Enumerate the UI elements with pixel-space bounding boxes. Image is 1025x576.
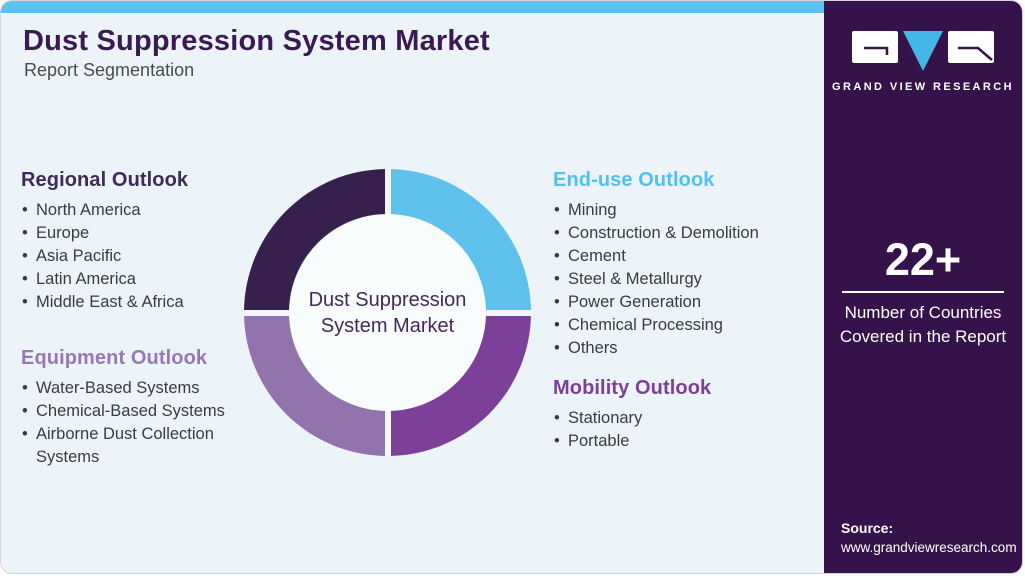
donut-chart: Dust Suppression System Market: [244, 169, 531, 456]
list-item: Chemical-Based Systems: [21, 400, 266, 423]
list-item: Portable: [553, 430, 798, 453]
list-item: Asia Pacific: [21, 245, 266, 268]
list-item: Others: [553, 337, 798, 360]
list-item: Mining: [553, 199, 798, 222]
gvr-logo-text: GRAND VIEW RESEARCH: [832, 81, 1014, 93]
list-item: Chemical Processing: [553, 314, 798, 337]
section-equipment-outlook: Equipment Outlook Water-Based SystemsChe…: [21, 347, 266, 469]
section-mobility-outlook: Mobility Outlook StationaryPortable: [553, 377, 798, 453]
page-title: Dust Suppression System Market: [23, 25, 490, 57]
source-label: Source:: [841, 520, 894, 536]
section-regional-outlook: Regional Outlook North AmericaEuropeAsia…: [21, 169, 266, 314]
mobility-outlook-heading: Mobility Outlook: [553, 377, 712, 399]
list-item: Europe: [21, 222, 266, 245]
top-accent-bar: [1, 1, 824, 13]
list-item: Stationary: [553, 407, 798, 430]
enduse-outlook-heading: End-use Outlook: [553, 169, 715, 191]
gvr-logo: GRAND VIEW RESEARCH: [824, 29, 1022, 93]
list-item: Airborne Dust Collection Systems: [21, 423, 266, 469]
list-item: Power Generation: [553, 291, 798, 314]
list-item: Cement: [553, 245, 798, 268]
page-subtitle: Report Segmentation: [24, 60, 195, 80]
enduse-outlook-list: MiningConstruction & DemolitionCementSte…: [553, 199, 798, 360]
list-item: Water-Based Systems: [21, 377, 266, 400]
stat-value: 22+: [884, 234, 962, 285]
regional-outlook-heading: Regional Outlook: [21, 169, 189, 191]
list-item: Latin America: [21, 268, 266, 291]
list-item: North America: [21, 199, 266, 222]
regional-outlook-list: North AmericaEuropeAsia PacificLatin Ame…: [21, 199, 266, 314]
section-enduse-outlook: End-use Outlook MiningConstruction & Dem…: [553, 169, 798, 360]
donut-center-label-line2: System Market: [320, 314, 455, 337]
source-block: Source: www.grandviewresearch.com: [841, 519, 1017, 557]
donut-center: Dust Suppression System Market: [289, 214, 486, 411]
stat-divider: [842, 291, 1004, 293]
gvr-logo-icon: [852, 31, 994, 71]
list-item: Steel & Metallurgy: [553, 268, 798, 291]
list-item: Middle East & Africa: [21, 291, 266, 314]
countries-stat: 22+ Number of Countries Covered in the R…: [824, 235, 1022, 349]
mobility-outlook-list: StationaryPortable: [553, 407, 798, 453]
source-url: www.grandviewresearch.com: [841, 540, 1017, 555]
stat-label-line2: Covered in the Report: [839, 327, 1007, 346]
stat-label-line1: Number of Countries: [844, 303, 1002, 322]
sidebar: GRAND VIEW RESEARCH 22+ Number of Countr…: [824, 1, 1022, 573]
equipment-outlook-list: Water-Based SystemsChemical-Based System…: [21, 377, 266, 469]
equipment-outlook-heading: Equipment Outlook: [21, 347, 208, 369]
donut-center-label-line1: Dust Suppression: [308, 288, 467, 311]
list-item: Construction & Demolition: [553, 222, 798, 245]
